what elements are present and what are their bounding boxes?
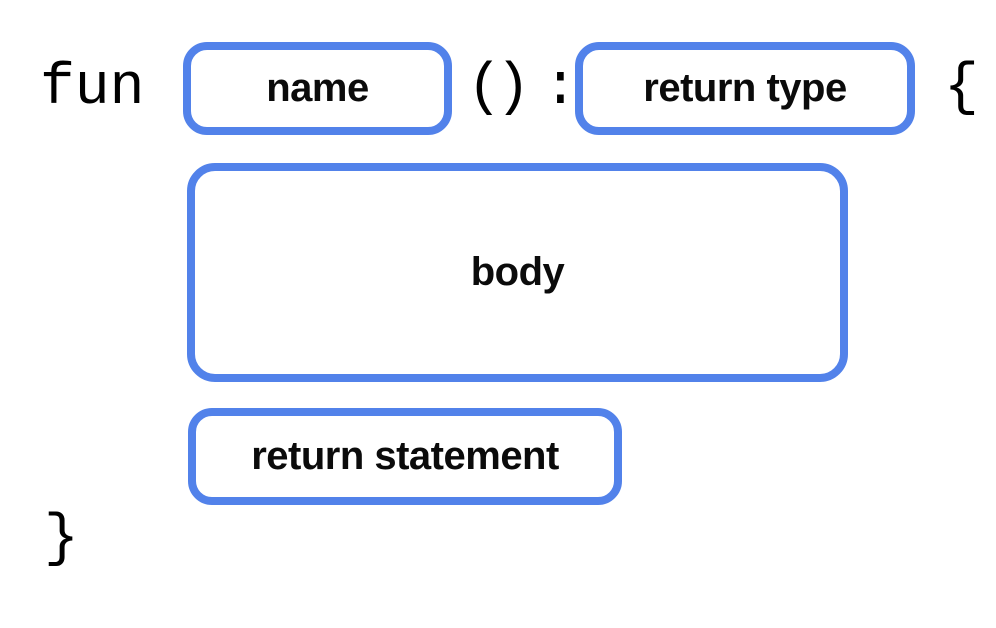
code-close-brace: } [44, 507, 79, 572]
code-keyword-fun: fun [40, 55, 145, 121]
return-statement-placeholder-label: return statement [251, 434, 559, 478]
body-placeholder-label: body [470, 250, 565, 294]
return-statement-placeholder-box: return statement [188, 408, 622, 505]
return-type-placeholder-box: return type [575, 42, 915, 135]
code-open-brace: { [944, 55, 979, 121]
name-placeholder-label: name [266, 66, 369, 110]
body-placeholder-box: body [187, 163, 848, 382]
name-placeholder-box: name [183, 42, 452, 135]
return-type-placeholder-label: return type [643, 66, 847, 110]
code-parentheses: () [467, 55, 531, 121]
code-colon: : [543, 55, 578, 121]
